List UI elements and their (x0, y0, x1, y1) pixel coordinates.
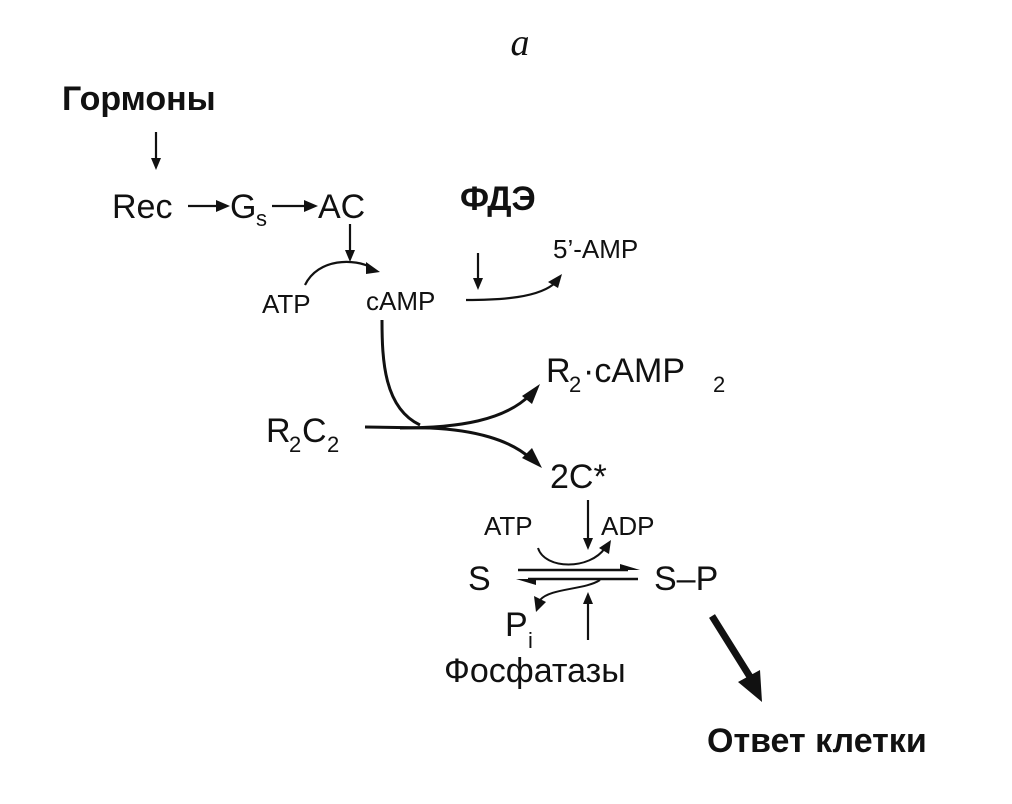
arrow-rec-to-gs (188, 200, 230, 212)
arrow-atp-to-adp (537, 540, 611, 566)
pde-label: ФДЭ (460, 180, 536, 218)
arrow-gs-to-ac (272, 200, 318, 212)
svg-text:2: 2 (569, 372, 581, 397)
hormones-label: Гормоны (62, 80, 216, 118)
arrow-phosphatases-up (583, 592, 593, 640)
r2camp2-label: R 2 ·cAMP 2 (546, 352, 725, 397)
gs-subscript: s (256, 206, 267, 231)
forward-reaction-arrow (518, 564, 640, 572)
svg-text:i: i (528, 628, 533, 653)
camp-to-junction-line (380, 319, 421, 427)
svg-text:P: P (505, 606, 528, 644)
svg-text:2: 2 (327, 432, 339, 457)
arrow-ac-to-camp (345, 224, 355, 262)
panel-letter: a (511, 22, 530, 64)
pi-label: P i (505, 606, 533, 653)
svg-text:R: R (266, 412, 291, 450)
r2c2-label: R 2 C 2 (266, 412, 339, 457)
two-c-star-label: 2C* (550, 458, 607, 496)
svg-text:C: C (302, 412, 327, 450)
substrate-label: S (468, 560, 491, 598)
gs-label: G (230, 188, 256, 226)
atp-top-label: ATP (262, 289, 311, 319)
ac-label: AC (318, 188, 365, 226)
arrow-to-cell-response (709, 614, 762, 702)
camp-label: cAMP (366, 286, 435, 316)
reverse-reaction-arrow (516, 577, 638, 585)
svg-text:2: 2 (713, 372, 725, 397)
svg-text:R: R (546, 352, 571, 390)
arrow-hormones-to-rec (151, 132, 161, 170)
svg-text:·cAMP: ·cAMP (583, 352, 685, 390)
atp-bottom-label: ATP (484, 511, 533, 541)
arrow-to-r2camp2 (399, 384, 540, 430)
substrate-p-label: S–P (654, 560, 718, 598)
arrow-to-2c-star (429, 426, 542, 468)
arrow-2c-to-reaction (583, 500, 593, 550)
five-amp-label: 5’-AMP (553, 234, 638, 264)
arrow-camp-to-5amp (465, 274, 562, 302)
arrow-atp-to-camp (304, 260, 380, 286)
arrow-to-pi (534, 579, 601, 612)
arrow-pde-down (473, 253, 483, 290)
cell-response-label: Ответ клетки (707, 722, 927, 760)
phosphatases-label: Фосфатазы (444, 652, 626, 690)
rec-label: Rec (112, 188, 172, 226)
adp-label: ADP (601, 511, 654, 541)
svg-text:2: 2 (289, 432, 301, 457)
